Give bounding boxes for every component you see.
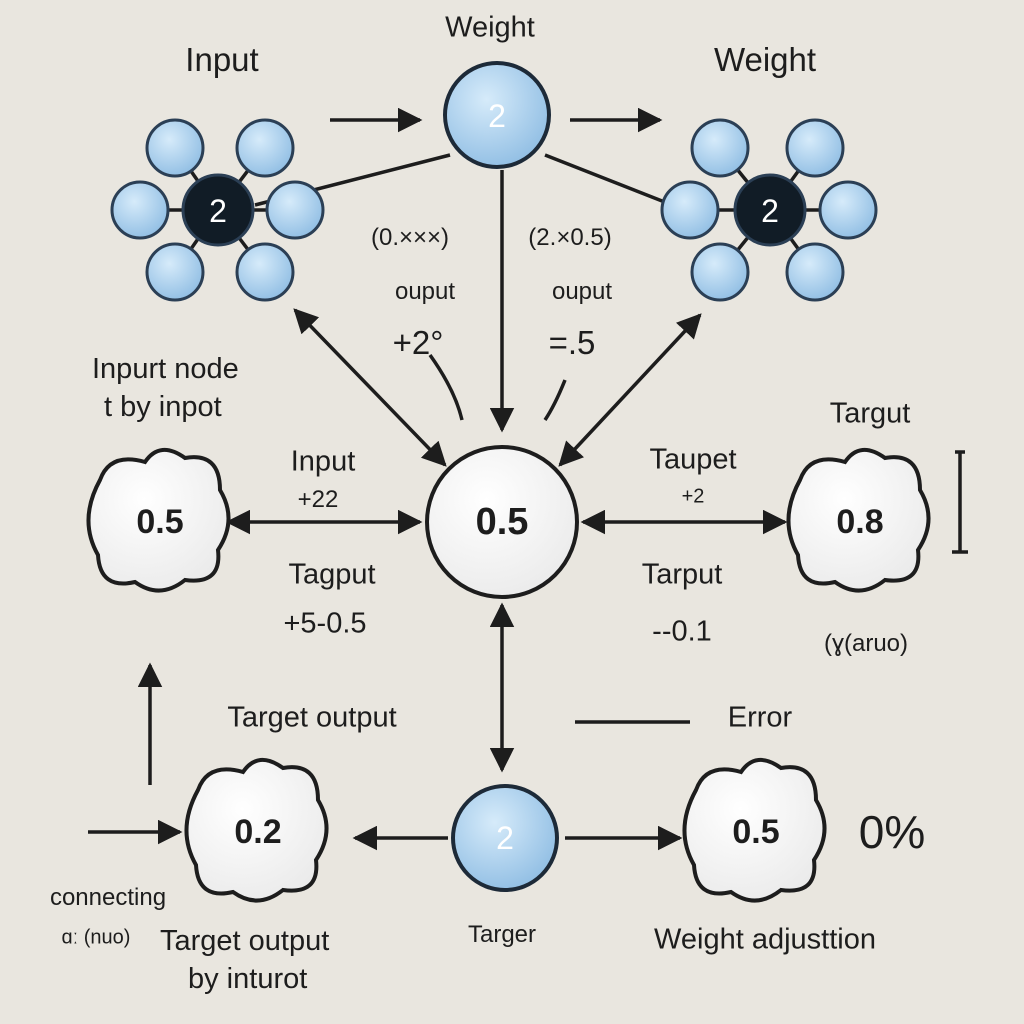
label-tarput-value: --0.1: [652, 615, 712, 648]
label-tagput-value: +5-0.5: [283, 607, 367, 640]
left-input-cluster: [110, 118, 325, 302]
label-target-output-mid: Target output: [227, 701, 397, 734]
bottom-right-cloud-value: 0.5: [732, 813, 779, 851]
left-cloud-node: [86, 448, 231, 593]
center-node-value: 0.5: [476, 501, 529, 543]
label-output-left: ouput: [394, 278, 456, 305]
bottom-left-cloud-value: 0.2: [234, 813, 281, 851]
label-connecting-sub: ɑː (nuo): [61, 926, 131, 949]
label-taupet-value: +2: [681, 485, 705, 508]
label-weight-top-right: Weight: [713, 41, 817, 78]
label-input-node-note-line2: t by inpot: [104, 391, 222, 423]
label-connecting: connecting: [49, 884, 167, 911]
label-input-node-note: Inpurt node t by inpot: [92, 350, 239, 426]
label-percent: 0%: [858, 806, 926, 858]
label-calc-left: (0.×××): [370, 224, 450, 251]
left-cluster-center-value: 2: [209, 193, 227, 229]
label-calc-right: (2.×0.5): [528, 224, 612, 251]
label-input-top: Input: [185, 41, 259, 78]
arrow-output-right-curve: [543, 379, 567, 421]
label-tarput: Tarput: [641, 558, 723, 591]
label-weight-adjustment: Weight adjusttion: [654, 923, 876, 956]
label-target-bottom: Targer: [467, 921, 537, 948]
arrow-right-cluster-to-center: [558, 313, 702, 467]
right-cluster-center-value: 2: [761, 193, 779, 229]
label-output-left-value: +2°: [392, 324, 444, 361]
top-weight-node-value: 2: [488, 98, 506, 134]
arrow-output-left-curve: [428, 353, 464, 421]
left-cloud-value: 0.5: [136, 503, 183, 541]
right-cloud-value: 0.8: [836, 503, 883, 541]
label-target-output-bottom: Target output by inturot: [160, 922, 329, 998]
bottom-center-node: [451, 784, 559, 892]
label-output-right: ouput: [551, 278, 613, 305]
label-weight-top-center: Weight: [445, 11, 535, 44]
bottom-right-cloud-node: [682, 758, 827, 903]
top-weight-node: [443, 61, 551, 169]
label-bracket-note: (ɣ(aruo): [823, 630, 909, 657]
label-output-right-value: =.5: [548, 324, 596, 361]
right-cloud-node: [786, 448, 931, 593]
label-target-output-bottom-line1: Target output: [160, 925, 330, 957]
label-input-mid-value: +22: [297, 486, 339, 513]
line-weight-to-right-cluster: [544, 153, 686, 212]
label-target-top-right: Targut: [829, 397, 911, 430]
label-tagput: Tagput: [288, 558, 376, 591]
label-input-node-note-line1: Inpurt node: [92, 353, 239, 385]
label-input-mid: Input: [290, 445, 356, 478]
bottom-left-cloud-node: [184, 758, 329, 903]
label-target-output-bottom-line2: by inturot: [188, 963, 308, 995]
label-taupet: Taupet: [649, 443, 737, 476]
center-node: [425, 445, 579, 599]
label-error: Error: [727, 701, 793, 734]
right-weight-cluster: [660, 118, 878, 302]
bottom-center-value: 2: [496, 820, 514, 856]
arrow-left-cluster-to-center: [293, 308, 447, 467]
